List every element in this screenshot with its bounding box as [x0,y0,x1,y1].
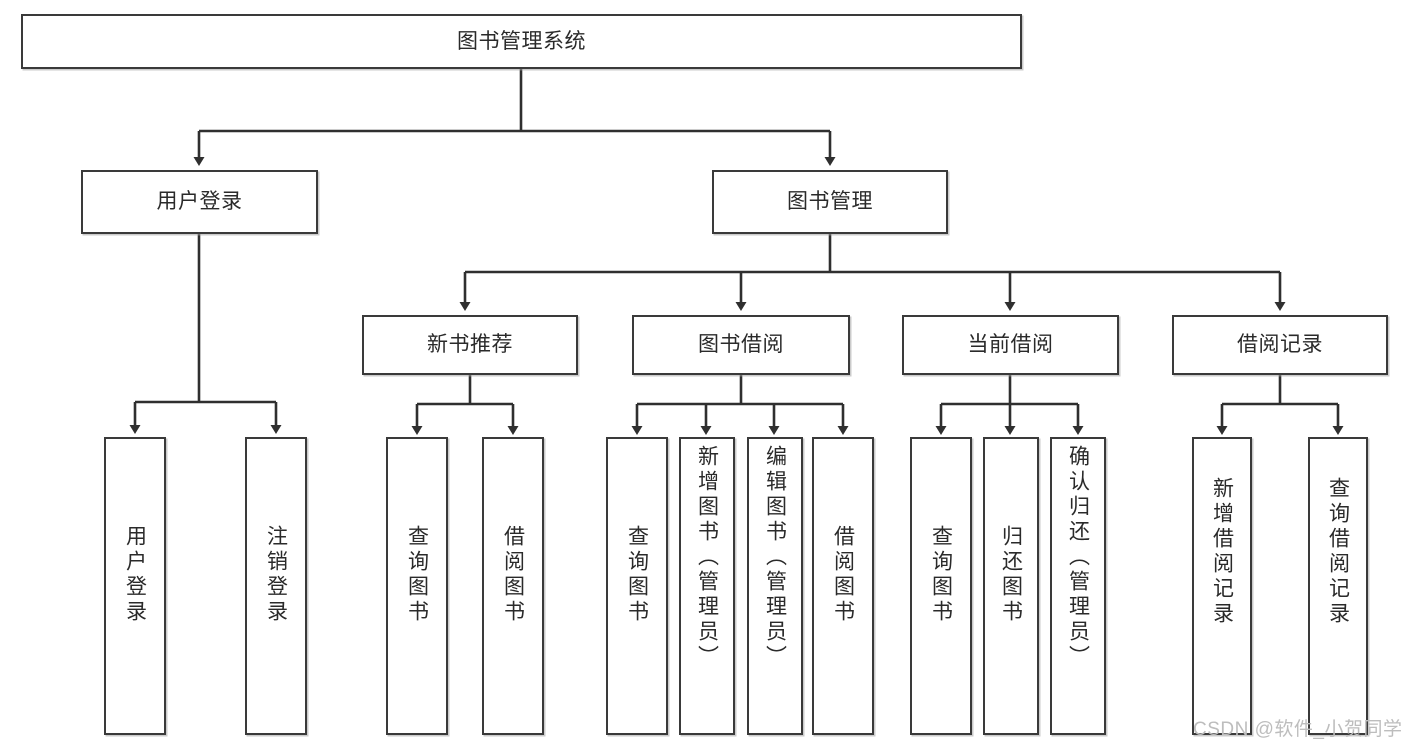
node-current-borrow-label: 当前借阅 [967,333,1054,357]
node-leaf-add-book-label: 新增图书（管理员） [695,445,719,670]
node-new-book-rec[interactable]: 新书推荐 [362,315,578,375]
node-leaf-add-record[interactable]: 新增借阅记录 [1192,437,1252,735]
node-leaf-query-book-2[interactable]: 查询图书 [606,437,668,735]
node-leaf-query-record-label: 查询借阅记录 [1326,477,1350,627]
node-borrow-record-label: 借阅记录 [1237,333,1323,357]
node-leaf-query-book-3-label: 查询图书 [929,525,953,625]
node-leaf-add-book[interactable]: 新增图书（管理员） [679,437,735,735]
node-leaf-confirm-return-label: 确认归还（管理员） [1066,445,1090,670]
node-leaf-confirm-return[interactable]: 确认归还（管理员） [1050,437,1106,735]
node-root[interactable]: 图书管理系统 [21,14,1022,69]
node-book-manage[interactable]: 图书管理 [712,170,948,234]
node-book-borrow-label: 图书借阅 [698,333,784,357]
node-leaf-query-book-1-label: 查询图书 [405,525,429,625]
node-leaf-user-logout[interactable]: 注销登录 [245,437,307,735]
node-user-login-label: 用户登录 [156,190,243,214]
node-leaf-borrow-book-2[interactable]: 借阅图书 [812,437,874,735]
node-leaf-return-book[interactable]: 归还图书 [983,437,1039,735]
node-leaf-query-book-3[interactable]: 查询图书 [910,437,972,735]
node-leaf-user-logout-label: 注销登录 [264,525,288,625]
node-leaf-borrow-book-1[interactable]: 借阅图书 [482,437,544,735]
node-leaf-query-book-1[interactable]: 查询图书 [386,437,448,735]
node-user-login[interactable]: 用户登录 [81,170,318,234]
node-book-borrow[interactable]: 图书借阅 [632,315,850,375]
node-current-borrow[interactable]: 当前借阅 [902,315,1119,375]
node-leaf-query-book-2-label: 查询图书 [625,525,649,625]
node-leaf-user-login-label: 用户登录 [123,525,147,625]
node-book-manage-label: 图书管理 [787,190,873,214]
node-leaf-borrow-book-1-label: 借阅图书 [501,525,525,625]
node-new-book-rec-label: 新书推荐 [427,333,513,357]
node-leaf-edit-book[interactable]: 编辑图书（管理员） [747,437,803,735]
node-leaf-return-book-label: 归还图书 [999,525,1023,625]
node-root-label: 图书管理系统 [457,29,586,53]
node-leaf-edit-book-label: 编辑图书（管理员） [763,445,787,670]
watermark-text: CSDN @软件_小贺同学 [1193,719,1403,740]
node-leaf-user-login[interactable]: 用户登录 [104,437,166,735]
node-leaf-borrow-book-2-label: 借阅图书 [831,525,855,625]
node-borrow-record[interactable]: 借阅记录 [1172,315,1388,375]
node-leaf-add-record-label: 新增借阅记录 [1210,477,1234,627]
node-leaf-query-record[interactable]: 查询借阅记录 [1308,437,1368,735]
